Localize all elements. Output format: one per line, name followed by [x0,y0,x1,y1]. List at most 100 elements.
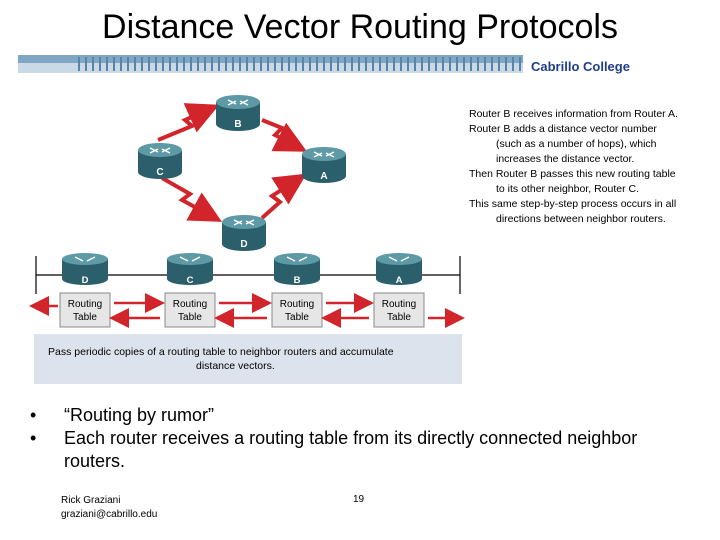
table-label: Routing [173,299,207,310]
router-label: C [156,167,163,178]
router-label: A [320,171,327,182]
router-label: D [240,239,247,250]
banner-stripe [379,57,381,71]
banner-stripe [309,57,311,71]
chain-router-a-icon: A [376,253,422,286]
banner-stripe [190,57,192,71]
banner-stripe [274,57,276,71]
bullet-text: Each router receives a routing table fro… [64,428,638,471]
bullet-text: “Routing by rumor” [64,405,215,425]
routing-table-b: Routing Table [271,292,323,328]
banner-stripe [281,57,283,71]
banner-stripe [512,57,514,71]
banner-stripe [211,57,213,71]
banner-stripe [176,57,178,71]
banner-stripe [78,57,80,71]
page-number: 19 [353,494,365,505]
banner-stripe [477,57,479,71]
banner-stripe [351,57,353,71]
diagram-caption-line2: distance vectors. [196,360,275,372]
banner-stripe [358,57,360,71]
arrow-d-a [260,173,307,220]
banner-stripe [435,57,437,71]
banner-stripe [442,57,444,71]
diagram-caption-line1: Pass periodic copies of a routing table … [48,346,394,358]
table-exchange-arrows [29,293,465,328]
author-email: graziani@cabrillo.edu [61,509,158,520]
banner-stripe [302,57,304,71]
banner-stripe [498,57,500,71]
banner-stripe [407,57,409,71]
caption-band [34,334,462,384]
banner-stripe [148,57,150,71]
routing-table-c: Routing Table [164,292,216,328]
banner-stripe [372,57,374,71]
banner-stripe [246,57,248,71]
router-b-icon: B [216,95,260,131]
routing-table-d: Routing Table [59,292,111,328]
bullet-list: • “Routing by rumor” • Each router recei… [30,404,690,473]
chain-router-d-icon: D [62,253,108,286]
banner-stripe [169,57,171,71]
banner-stripe [400,57,402,71]
chain-router-c-icon: C [167,253,213,286]
note-line: Router B adds a distance vector number [469,123,657,135]
banner-stripe [141,57,143,71]
arrow-c-b [157,103,220,142]
slide-title: Distance Vector Routing Protocols [102,8,618,46]
topology-arrows [157,103,308,222]
bullet-dot: • [30,428,37,448]
arrow-b-a [261,118,308,152]
banner-stripe [288,57,290,71]
bullet-item: • Each router receives a routing table f… [30,427,690,473]
router-c-icon: C [138,143,182,179]
router-label: D [82,275,89,286]
college-logo-text: Cabrillo College [531,59,630,74]
banner-stripe [337,57,339,71]
banner-stripe [295,57,297,71]
banner-stripe [414,57,416,71]
table-label: Routing [68,299,102,310]
explanation-text: Router B receives information from Route… [469,107,714,227]
banner-stripe [330,57,332,71]
banner-stripe [421,57,423,71]
table-label: Table [285,312,309,323]
banner-stripe [183,57,185,71]
banner-stripe [470,57,472,71]
banner-stripe [267,57,269,71]
banner-stripe [127,57,129,71]
banner-stripe [99,57,101,71]
banner-stripe [85,57,87,71]
router-a-icon: A [302,147,346,183]
routing-table-a: Routing Table [373,292,425,328]
banner-stripe [155,57,157,71]
routing-diagram: B C A D D C [29,95,465,384]
banner-stripe [519,57,521,71]
note-line: to its other neighbor, Router C. [496,183,639,195]
router-label: B [234,119,241,130]
router-label: B [294,275,301,286]
banner-stripe [120,57,122,71]
arrow-c-d [161,176,223,222]
table-label: Table [178,312,202,323]
banner-stripe [344,57,346,71]
bullet-dot: • [30,405,37,425]
header-banner [18,55,675,73]
note-line: This same step-by-step process occurs in… [469,198,677,210]
banner-stripe [456,57,458,71]
banner-stripe [225,57,227,71]
banner-stripe [260,57,262,71]
note-line: increases the distance vector. [496,153,635,165]
note-line: (such as a number of hops), which [496,138,657,150]
banner-stripe [491,57,493,71]
author-name: Rick Graziani [61,495,121,506]
note-line: Then Router B passes this new routing ta… [469,168,676,180]
banner-stripe [92,57,94,71]
banner-stripe [386,57,388,71]
chain-router-b-icon: B [274,253,320,286]
table-label: Table [387,312,411,323]
banner-stripe [463,57,465,71]
note-line: directions between neighbor routers. [496,213,666,225]
footer-author: Rick Graziani graziani@cabrillo.edu [61,494,157,522]
banner-stripe [393,57,395,71]
